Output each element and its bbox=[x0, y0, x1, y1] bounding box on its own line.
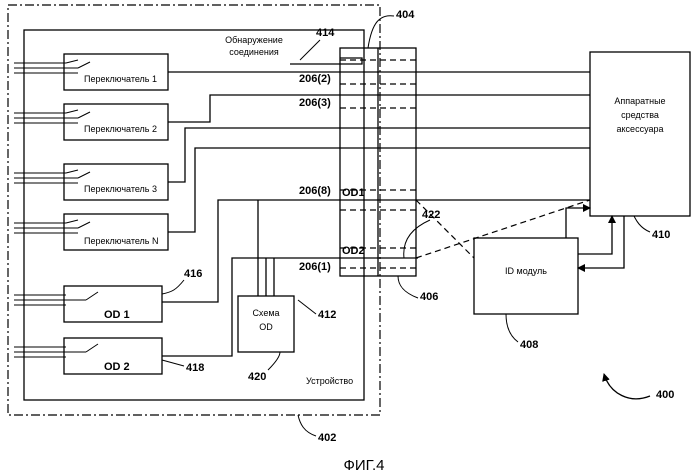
od2-block: OD 2 bbox=[14, 338, 162, 374]
switch-3: Переключатель 3 bbox=[64, 164, 168, 200]
ref-406: 406 bbox=[420, 291, 438, 303]
ref-410: 410 bbox=[652, 229, 670, 241]
od-circuit-label-1: Схема bbox=[252, 308, 279, 318]
switch-3-label: Переключатель 3 bbox=[84, 184, 157, 194]
od1-label: OD 1 bbox=[104, 309, 130, 321]
ref-420: 420 bbox=[248, 371, 266, 383]
ref-412: 412 bbox=[318, 309, 336, 321]
od-circuit-block: Схема OD bbox=[238, 296, 294, 352]
accessory-label-1: Аппаратные bbox=[614, 96, 665, 106]
ref-422: 422 bbox=[422, 209, 440, 221]
system-arrow-400 bbox=[604, 374, 650, 399]
switch-2: Переключатель 2 bbox=[64, 104, 168, 140]
signal-od1: OD1 bbox=[342, 187, 365, 199]
id-module-label: ID модуль bbox=[505, 266, 547, 276]
switch-1-label: Переключатель 1 bbox=[84, 74, 157, 84]
figure-caption: ФИГ.4 bbox=[344, 457, 385, 474]
ref-416: 416 bbox=[184, 268, 202, 280]
signal-od2: OD2 bbox=[342, 245, 365, 257]
ref-404: 404 bbox=[396, 9, 415, 21]
ref-408: 408 bbox=[520, 339, 538, 351]
pin-206-2: 206(2) bbox=[299, 73, 331, 85]
accessory-hardware-block: Аппаратные средства аксессуара bbox=[590, 52, 690, 216]
switch-2-label: Переключатель 2 bbox=[84, 124, 157, 134]
switch-1: Переключатель 1 bbox=[64, 54, 168, 90]
od2-label: OD 2 bbox=[104, 361, 130, 373]
id-module-block: ID модуль bbox=[474, 238, 578, 314]
accessory-label-3: аксессуара bbox=[617, 124, 664, 134]
switch-n-label: Переключатель N bbox=[84, 236, 159, 246]
connection-detection-label-2: соединения bbox=[229, 47, 279, 57]
accessory-label-2: средства bbox=[621, 110, 659, 120]
connection-detection-label-1: Обнаружение bbox=[225, 35, 283, 45]
wire-switch3 bbox=[168, 128, 590, 182]
od1-block: OD 1 bbox=[14, 286, 162, 322]
pin-206-8: 206(8) bbox=[299, 185, 331, 197]
ref-414: 414 bbox=[316, 27, 335, 39]
ref-418: 418 bbox=[186, 362, 204, 374]
ref-400: 400 bbox=[656, 389, 674, 401]
pin-206-3: 206(3) bbox=[299, 97, 331, 109]
device-label: Устройство bbox=[306, 376, 353, 386]
pin-206-1: 206(1) bbox=[299, 261, 331, 273]
ref-402: 402 bbox=[318, 432, 336, 444]
connector-block bbox=[340, 48, 416, 276]
wire-206-3 bbox=[168, 95, 590, 122]
switch-n: Переключатель N bbox=[64, 214, 168, 250]
od-circuit-label-2: OD bbox=[259, 322, 273, 332]
wire-switch-n bbox=[168, 148, 590, 232]
